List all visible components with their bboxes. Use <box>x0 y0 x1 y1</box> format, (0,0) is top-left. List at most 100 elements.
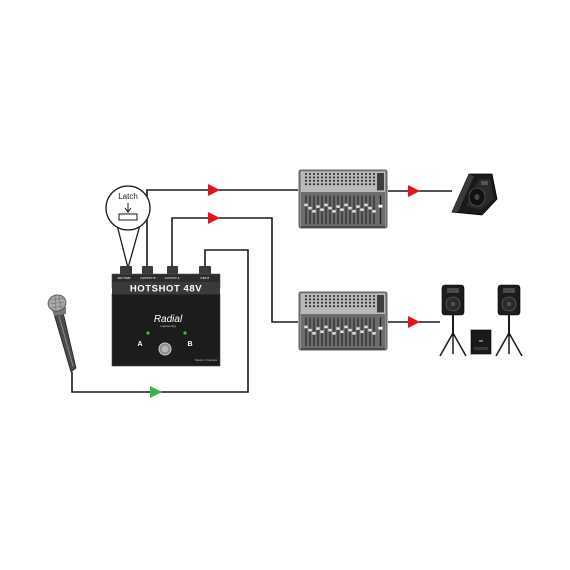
mixer-fader-cap <box>372 210 376 213</box>
mixer-front-lip <box>301 348 385 350</box>
mixer-knob <box>332 305 336 308</box>
mixer-knob <box>320 179 324 182</box>
mixer-knob <box>336 305 340 308</box>
mixer-knob <box>308 305 312 308</box>
latch-callout: Latch <box>105 185 151 271</box>
device-model-name: HOTSHOT <box>130 284 181 295</box>
mixer-fader-cap <box>368 206 372 210</box>
mixer-knob <box>308 179 312 182</box>
mixer-knob <box>328 294 332 298</box>
mixer-knob <box>332 183 336 186</box>
mixer-knob <box>352 301 356 304</box>
mixer-fader-cap <box>324 203 328 207</box>
mixer-knob <box>340 176 344 179</box>
mixer-knob <box>316 179 320 182</box>
mixer-knob <box>360 305 364 308</box>
cable-output-a-to-mixer-top <box>146 189 298 272</box>
mixer-knob <box>368 301 372 304</box>
mixer-knob <box>372 176 376 179</box>
latch-callout-pointer <box>116 224 141 271</box>
mixer-knob <box>372 301 376 304</box>
mixer-knob <box>348 183 352 186</box>
mixer-knob <box>352 176 356 179</box>
mixer-knob <box>368 305 372 308</box>
mixer-knob <box>348 179 352 182</box>
mixer-knob <box>324 305 328 308</box>
mixer-fader-cap <box>360 208 364 212</box>
mixer-knob <box>312 294 316 298</box>
led-b-icon <box>183 331 187 335</box>
mixer-knob <box>312 305 316 308</box>
mixer-knob <box>372 298 376 301</box>
pa-left-tripod <box>439 332 467 357</box>
mixer-knob <box>312 301 316 304</box>
pa-left-horn <box>447 288 459 293</box>
mixer-knob <box>316 183 320 186</box>
mixer-knob <box>332 301 336 304</box>
mixer-knob <box>304 183 308 186</box>
mixer-knob <box>364 172 368 176</box>
mixer-knob <box>324 298 328 301</box>
mixer-knob <box>308 294 312 298</box>
mixer-knob <box>360 301 364 304</box>
mixer-knob <box>348 172 352 176</box>
mixer-knob <box>368 179 372 182</box>
mixer-knob <box>304 176 308 179</box>
device-model-suffix: 48V <box>183 284 202 295</box>
mixer-knob <box>340 183 344 186</box>
led-a-icon <box>146 331 150 335</box>
mixer-knob <box>340 305 344 308</box>
mixer-knob <box>340 179 344 182</box>
mixer-knob <box>344 298 348 301</box>
arrow-to-monitor <box>408 185 420 197</box>
mixer-knob <box>344 301 348 304</box>
mixer-knob <box>356 172 360 176</box>
mixer-knob <box>308 301 312 304</box>
mixer-fader-cap <box>328 328 332 332</box>
mixer-knob <box>340 298 344 301</box>
mixer-knob <box>372 183 376 186</box>
mixer-knob <box>340 294 344 298</box>
mixer-knob <box>372 179 376 182</box>
arrow-output-b <box>208 212 220 224</box>
monitor-side <box>452 174 474 212</box>
mixer-knob <box>312 172 316 176</box>
pa-right-tripod <box>495 332 523 357</box>
jack-input <box>199 266 211 276</box>
mixer-knob <box>364 294 368 298</box>
mixer-knob <box>312 176 316 179</box>
mixer-fader-cap <box>308 206 312 210</box>
pa-speaker-right-icon <box>495 284 523 357</box>
mixer-knob <box>332 294 336 298</box>
mixer-knob <box>348 298 352 301</box>
mixer-knob <box>328 179 332 182</box>
mixer-knob <box>320 172 324 176</box>
mixer-knob <box>364 176 368 179</box>
made-in-label: Made in Canada <box>195 358 217 362</box>
mixer-fader-cap <box>312 332 316 335</box>
mixer-knob <box>352 294 356 298</box>
cable-mic-to-input <box>71 249 249 393</box>
mixer-knob <box>356 294 360 298</box>
mixer-fader-cap <box>372 332 376 335</box>
mixer-knob <box>308 298 312 301</box>
mic-handle-highlight <box>58 315 74 367</box>
jack-label-input: INPUT <box>201 276 210 280</box>
mixer-fader-cap <box>356 205 360 208</box>
mixer-fader-cap <box>364 325 368 329</box>
mixer-fader-cap <box>308 328 312 332</box>
mixer-knob <box>364 183 368 186</box>
mixer-knob <box>368 298 372 301</box>
pa-right-horn <box>503 288 515 293</box>
mixer-master-fader <box>378 204 383 208</box>
mixer-knob <box>320 301 324 304</box>
mixer-knob <box>364 301 368 304</box>
mixer-fader-cap <box>336 205 340 208</box>
pa-right-woofer-cap <box>507 302 511 306</box>
mixer-knob <box>316 301 320 304</box>
mixer-knob <box>336 176 340 179</box>
mixer-knob <box>316 176 320 179</box>
mixer-fader-cap <box>324 325 328 329</box>
mixer-knob <box>344 172 348 176</box>
mixer-knob <box>320 294 324 298</box>
